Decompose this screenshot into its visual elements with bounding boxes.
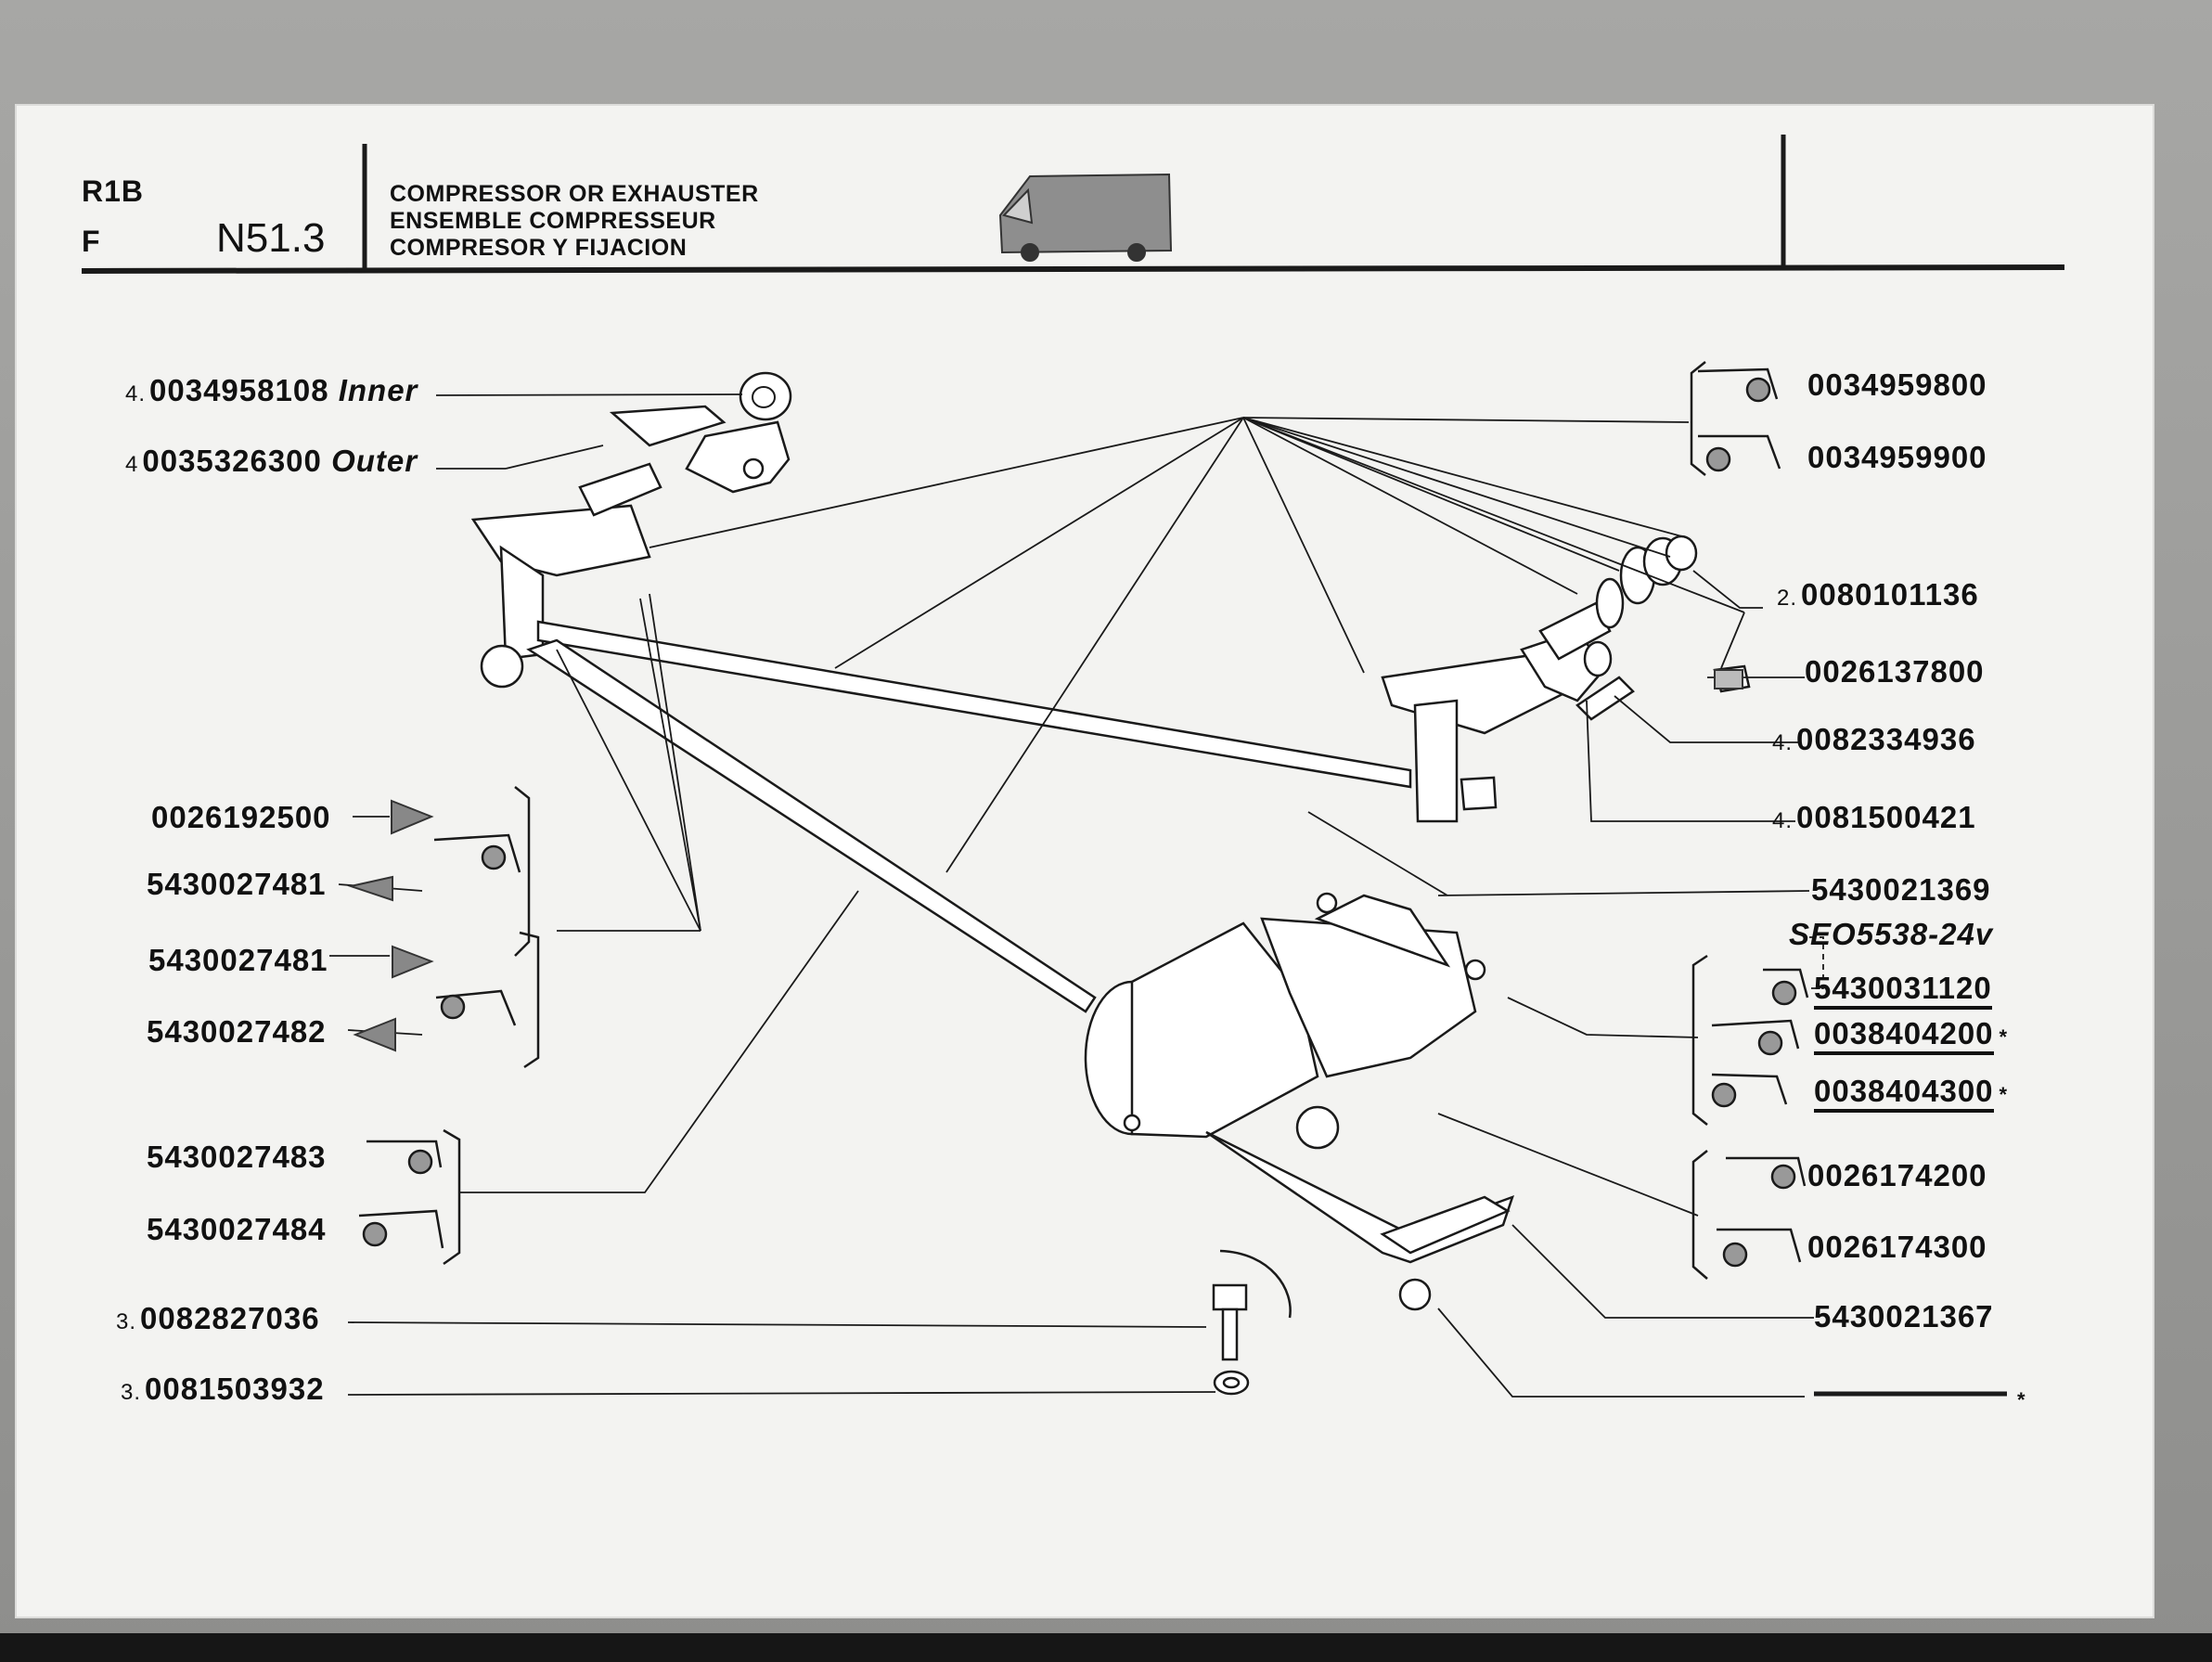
page-title: COMPRESSOR OR EXHAUSTER ENSEMBLE COMPRES… bbox=[390, 181, 759, 262]
inner-bush bbox=[739, 371, 792, 421]
parts-catalog-sheet bbox=[15, 104, 2154, 1618]
title-line-es: COMPRESOR Y FIJACION bbox=[390, 235, 688, 261]
part-label: 5430027481 bbox=[148, 943, 328, 977]
right-wiper-pivot bbox=[1381, 535, 1751, 823]
part-label: 5430027481 bbox=[147, 867, 327, 901]
part-label: 0026192500 bbox=[151, 800, 331, 834]
part-label: 4.0034958108 Inner bbox=[125, 373, 418, 407]
part-label: 5430021369 bbox=[1811, 872, 1991, 907]
van-icon bbox=[998, 173, 1173, 262]
part-label: 5430031120 bbox=[1814, 971, 1992, 1010]
part-label: 0038404300* bbox=[1814, 1074, 2008, 1113]
part-label: 0026137800 bbox=[1805, 654, 1985, 689]
part-label: * bbox=[2017, 1388, 2026, 1411]
left-brackets bbox=[443, 786, 540, 1266]
scan-bottom-edge bbox=[0, 1633, 2212, 1662]
part-label: 3.0081503932 bbox=[121, 1372, 325, 1406]
wiper-motor-assembly bbox=[1084, 892, 1515, 1311]
part-label: 5430021367 bbox=[1814, 1299, 1994, 1333]
cab-icons bbox=[358, 367, 1809, 1268]
leader-lines bbox=[329, 393, 1824, 1398]
model-code: R1B bbox=[82, 174, 145, 208]
part-label: 5430027482 bbox=[147, 1014, 327, 1049]
part-label: 0038404200* bbox=[1814, 1016, 2008, 1055]
variant-code: F bbox=[82, 225, 101, 258]
header-rule bbox=[81, 264, 2065, 274]
part-label: SEO5538-24v bbox=[1789, 917, 1994, 951]
direction-triangles bbox=[347, 799, 434, 1052]
part-label: 0034959800 bbox=[1807, 367, 1987, 402]
grommet-icon bbox=[1714, 669, 1743, 689]
part-label: 5430027483 bbox=[147, 1140, 327, 1174]
right-brackets bbox=[1690, 361, 1708, 1280]
title-line-fr: ENSEMBLE COMPRESSEUR bbox=[390, 208, 716, 234]
part-label: 4.0082334936 bbox=[1772, 722, 1976, 756]
part-label: 3.0082827036 bbox=[116, 1301, 320, 1335]
part-label: 5430027484 bbox=[147, 1212, 327, 1246]
part-label: 2.0080101136 bbox=[1777, 577, 1979, 612]
bolt-and-washer bbox=[1212, 1249, 1292, 1396]
washer-icon bbox=[752, 386, 776, 408]
part-label: 0034959900 bbox=[1807, 440, 1987, 474]
part-label: 0026174300 bbox=[1807, 1230, 1987, 1264]
page-code: N51.3 bbox=[216, 215, 326, 261]
part-label: 4.0081500421 bbox=[1772, 800, 1976, 834]
title-line-en: COMPRESSOR OR EXHAUSTER bbox=[390, 181, 759, 207]
part-label: 0026174200 bbox=[1807, 1158, 1987, 1192]
